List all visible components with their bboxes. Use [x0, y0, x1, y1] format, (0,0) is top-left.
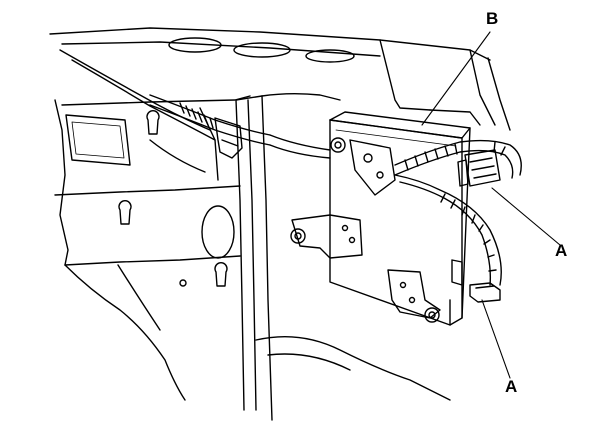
module-wire-harness	[394, 139, 522, 303]
control-module-b	[290, 111, 471, 326]
callout-leaders	[421, 31, 561, 379]
callout-label-a-lower: A	[505, 377, 518, 396]
panel-slot-hole	[65, 114, 131, 166]
keyhole-slot-lower	[214, 262, 228, 287]
connector-a-lower	[469, 282, 501, 303]
leader-b	[421, 31, 491, 126]
bolt-top-left	[330, 137, 346, 153]
callout-label-b: B	[486, 9, 499, 28]
bolt-middle	[290, 228, 306, 244]
body-pillar	[235, 93, 451, 421]
callout-label-a-upper: A	[555, 241, 568, 260]
module-bracket-middle	[291, 214, 363, 259]
bolt-lower	[424, 307, 440, 323]
leader-a-lower	[481, 299, 511, 379]
inner-body-panel	[54, 95, 251, 401]
upper-body-panel	[49, 27, 511, 141]
keyhole-slot-upper	[146, 110, 160, 135]
leader-a-upper	[491, 187, 561, 246]
module-bracket-lower	[387, 269, 441, 319]
wire-harness-upper	[149, 94, 331, 159]
harness-clip	[214, 117, 243, 159]
module-bracket-top	[349, 139, 396, 196]
connector-a-upper	[464, 149, 501, 187]
keyhole-slot-middle	[118, 200, 132, 225]
panel-oval-hole	[201, 205, 235, 259]
